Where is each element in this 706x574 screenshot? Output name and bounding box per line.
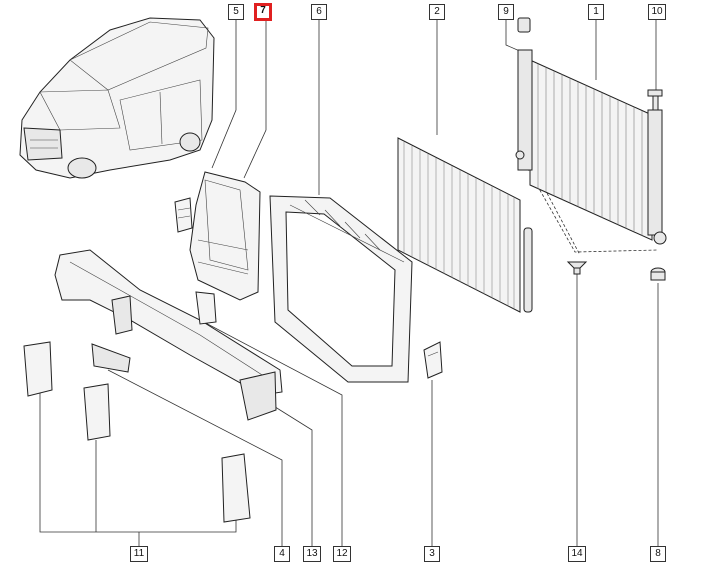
callout-14[interactable]: 14 [568,546,586,562]
callout-12[interactable]: 12 [333,546,351,562]
callout-4[interactable]: 4 [274,546,290,562]
callout-8[interactable]: 8 [650,546,666,562]
callout-1[interactable]: 1 [588,4,604,20]
part-13-bracket [195,291,217,325]
callout-7-highlighted[interactable]: 7 [254,3,272,21]
part-5-bracket [174,197,193,233]
part-2-condenser [397,137,533,313]
vehicle-illustration [19,17,215,179]
leader-lines [39,20,659,546]
callout-9[interactable]: 9 [498,4,514,20]
part-8-bushing [650,267,666,281]
part-9-clip [517,17,531,33]
callout-10[interactable]: 10 [648,4,666,20]
callout-13[interactable]: 13 [303,546,321,562]
part-14-pin [566,261,588,275]
part-4-cross-member [54,249,283,421]
part-6-frame [269,195,413,383]
callout-11[interactable]: 11 [130,546,148,562]
part-10-bolt [647,89,663,111]
part-3-bracket [423,341,443,379]
part-11-pieces [23,341,251,523]
callout-6[interactable]: 6 [311,4,327,20]
part-1-radiator [515,49,667,245]
callout-3[interactable]: 3 [424,546,440,562]
callout-2[interactable]: 2 [429,4,445,20]
part-7-air-deflector [189,171,261,301]
callout-5[interactable]: 5 [228,4,244,20]
